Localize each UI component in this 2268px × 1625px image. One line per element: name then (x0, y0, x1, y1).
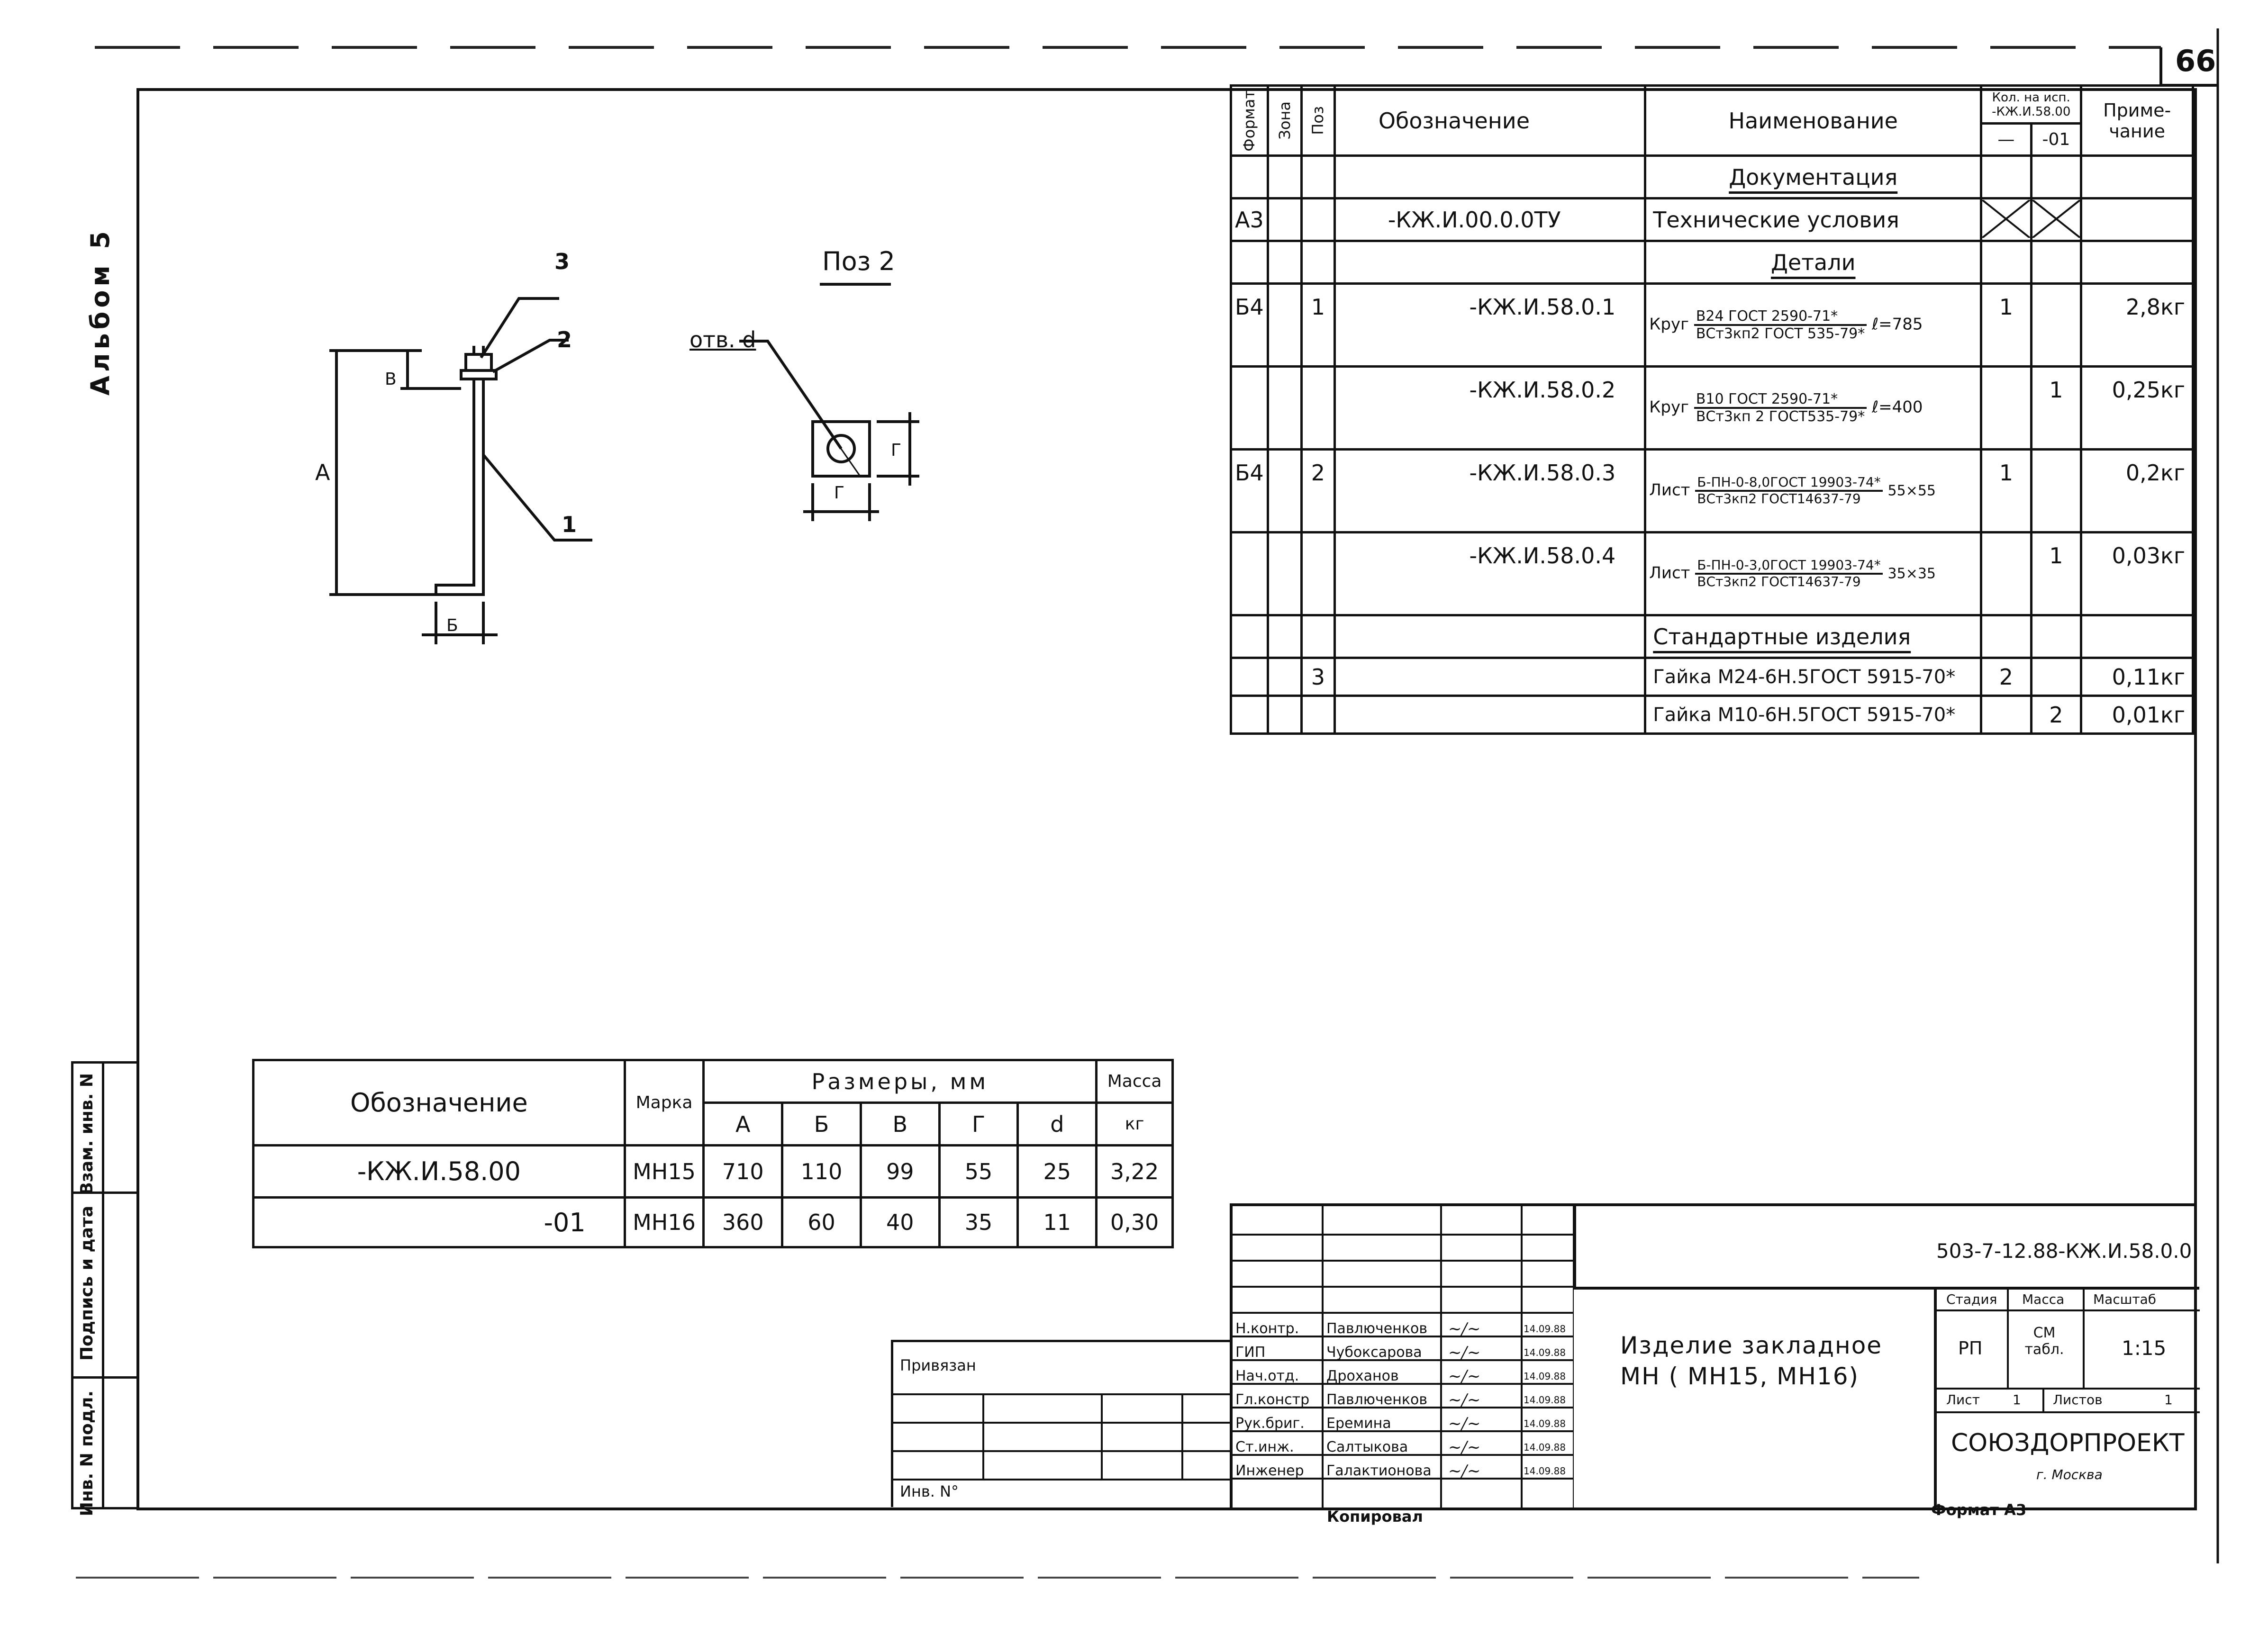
sheets-header: Листов (2053, 1392, 2103, 1408)
callout-2: 2 (557, 327, 572, 352)
dims-h-sizes: Размеры, мм (702, 1059, 1098, 1104)
cross-mark (2032, 199, 2081, 239)
title-block: Н.контр. Павлюченков ~/~ 14.09.88 ГИП Чу… (1230, 1203, 2200, 1508)
staff-list: Н.контр. Павлюченков ~/~ 14.09.88 ГИП Чу… (1233, 1318, 1574, 1484)
privyazan-label: Привязан (900, 1356, 976, 1374)
stage-value: РП (1958, 1338, 1983, 1359)
part-drawing (329, 283, 919, 644)
inv-label: Инв. N° (900, 1482, 959, 1500)
dims-h-mass: Масса (1095, 1059, 1174, 1104)
title-line-1: Изделие закладное (1620, 1332, 1883, 1359)
plate-dim-bottom: Г (834, 483, 844, 503)
mass-header: Масса (2022, 1291, 2065, 1307)
plate-dim-side: Г (891, 441, 901, 460)
col-designation: Обозначение (1333, 84, 1647, 157)
callout-1: 1 (562, 512, 577, 537)
col-format: Формат (1240, 90, 1259, 152)
table-row: Гайка М10-6Н.5ГОСТ 5915-70* 2 0,01кг (1230, 695, 2194, 735)
stamp-replace-inv: Взам. инв. N (77, 1073, 97, 1195)
staff-row: Нач.отд. Дроханов ~/~ 14.09.88 (1235, 1367, 1566, 1386)
doc-name: Технические условия (1644, 197, 1983, 242)
sheet-header: Лист (1946, 1392, 1980, 1408)
plate (811, 420, 871, 478)
dim-b-label: В (385, 370, 397, 389)
sig-grid (1233, 1206, 1574, 1508)
format-label: Формат А3 (1931, 1501, 2027, 1519)
city: г. Москва (2036, 1467, 2103, 1482)
title-line-2: МН ( МН15, МН16) (1620, 1363, 1860, 1390)
scale-header: Масштаб (2093, 1291, 2157, 1307)
col-qty-a: — (1980, 122, 2032, 157)
dim-bottom-label: Б (446, 616, 458, 635)
cross-mark (1981, 199, 2031, 239)
dims-h-mass-unit: кг (1095, 1101, 1174, 1147)
specification-table: Формат Зона Поз Обозначение Наименование… (1230, 84, 2194, 735)
col-qty-b: -01 (2030, 122, 2083, 157)
stage-grid (1937, 1287, 2200, 1413)
col-note: Приме-чание (2080, 84, 2194, 157)
anchor-rod (435, 379, 485, 596)
staff-row: Ст.инж. Салтыкова ~/~ 14.09.88 (1235, 1438, 1566, 1457)
table-row: Б4 2 -КЖ.И.58.0.3 Лист Б-ПН-0-8,0ГОСТ 19… (1230, 448, 2194, 533)
nut (464, 353, 493, 372)
staff-row: Гл.констр Павлюченков ~/~ 14.09.88 (1235, 1390, 1566, 1409)
drawing-code: 503-7-12.88-КЖ.И.58.0.0 (1936, 1239, 2192, 1263)
table-row: 3 Гайка М24-6Н.5ГОСТ 5915-70* 2 0,11кг (1230, 657, 2194, 697)
drawing-frame (136, 88, 2197, 1510)
stamp-inv-original: Инв. N подл. (77, 1390, 97, 1517)
section-parts: Детали (1770, 249, 1856, 275)
sheet-value: 1 (2013, 1392, 2021, 1408)
privyazan-box: Привязан Инв. N° (891, 1340, 1232, 1507)
dims-h-mark: Марка (623, 1059, 705, 1147)
table-row: -КЖ.И.58.0.4 Лист Б-ПН-0-3,0ГОСТ 19903-7… (1230, 531, 2194, 616)
doc-format: А3 (1230, 197, 1269, 242)
dims-col-a: А (702, 1101, 784, 1147)
stage-header: Стадия (1946, 1291, 1997, 1307)
dim-a-label: А (315, 460, 330, 485)
col-zone: Зона (1275, 101, 1294, 140)
stamp-signature-date: Подпись и дата (77, 1206, 97, 1361)
staff-row: ГИП Чубоксарова ~/~ 14.09.88 (1235, 1343, 1566, 1362)
album-label: Альбом 5 (85, 227, 115, 396)
copied-label: Копировал (1327, 1508, 1423, 1526)
organization: СОЮЗДОРПРОЕКТ (1951, 1429, 2185, 1457)
dims-col-v: В (859, 1101, 941, 1147)
table-row: -КЖ.И.58.00 МН15 710 110 99 55 25 3,22 (252, 1144, 1174, 1199)
dimensions-table: Обозначение Марка Размеры, мм Масса А Б … (252, 1059, 1174, 1248)
dims-col-d: d (1016, 1101, 1098, 1147)
col-qty: Кол. на исп. -КЖ.И.58.00 (1980, 84, 2083, 125)
table-row: -КЖ.И.58.0.2 Круг В10 ГОСТ 2590-71*ВСт3к… (1230, 365, 2194, 451)
doc-designation: -КЖ.И.00.0.0ТУ (1333, 197, 1647, 242)
dims-h-designation: Обозначение (252, 1059, 626, 1147)
table-row: Б4 1 -КЖ.И.58.0.1 Круг В24 ГОСТ 2590-71*… (1230, 282, 2194, 368)
section-docs: Документация (1729, 164, 1898, 190)
staff-row: Рук.бриг. Еремина ~/~ 14.09.88 (1235, 1414, 1566, 1433)
staff-row: Инженер Галактионова ~/~ 14.09.88 (1235, 1462, 1566, 1481)
col-name: Наименование (1644, 84, 1983, 157)
sheets-value: 1 (2164, 1392, 2173, 1408)
mass-value: СМ табл. (2024, 1325, 2064, 1358)
callout-3: 3 (554, 249, 570, 274)
dims-col-g: Г (938, 1101, 1019, 1147)
hole-label: отв. d (689, 327, 756, 352)
table-row: -01 МН16 360 60 40 35 11 0,30 (252, 1196, 1174, 1248)
section-standard: Стандартные изделия (1653, 623, 1911, 650)
pos2-label: Поз 2 (822, 246, 895, 276)
staff-row: Н.контр. Павлюченков ~/~ 14.09.88 (1235, 1319, 1566, 1338)
col-pos: Поз (1309, 106, 1327, 135)
side-stamp: Взам. инв. N Подпись и дата Инв. N подл. (71, 1061, 139, 1516)
sheet-number: 66 (2175, 44, 2216, 78)
scale-value: 1:15 (2122, 1336, 2167, 1360)
dims-col-b: Б (781, 1101, 862, 1147)
